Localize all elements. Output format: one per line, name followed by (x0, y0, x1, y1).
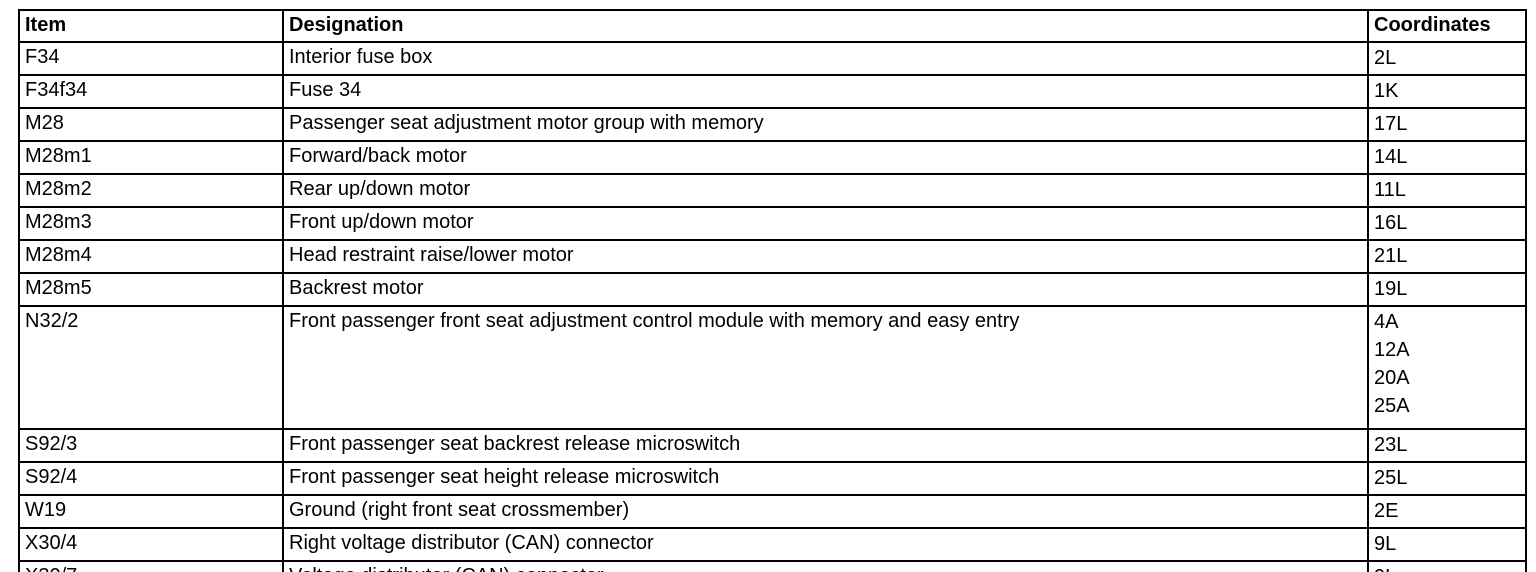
column-header-designation: Designation (282, 9, 1369, 43)
coordinates-cell: 9L (1367, 527, 1527, 562)
coordinate-value: 14L (1374, 146, 1408, 168)
coordinates-cell: 14L (1367, 140, 1527, 175)
item-cell: F34 (18, 41, 284, 76)
coordinate-value: 25L (1374, 467, 1408, 489)
item-cell: M28m4 (18, 239, 284, 274)
coordinates-cell: 9L (1367, 560, 1527, 572)
coordinate-value: 16L (1374, 212, 1408, 234)
column-header-coordinates: Coordinates (1367, 9, 1527, 43)
coordinates-cell: 21L (1367, 239, 1527, 274)
designation-cell: Ground (right front seat crossmember) (282, 494, 1369, 529)
coordinate-value: 25A (1374, 395, 1410, 417)
coordinates-cell: 11L (1367, 173, 1527, 208)
item-cell: M28m1 (18, 140, 284, 175)
coordinates-cell: 2E (1367, 494, 1527, 529)
designation-cell: Interior fuse box (282, 41, 1369, 76)
item-cell: M28m5 (18, 272, 284, 307)
coordinates-cell: 1K (1367, 74, 1527, 109)
coordinate-value: 21L (1374, 245, 1408, 267)
item-cell: X30/7 (18, 560, 284, 572)
coordinates-cell: 4A 12A 20A 25A (1367, 305, 1527, 430)
coordinates-cell: 23L (1367, 428, 1527, 463)
designation-cell: Fuse 34 (282, 74, 1369, 109)
designation-cell: Backrest motor (282, 272, 1369, 307)
coordinate-value: 9L (1374, 563, 1520, 572)
coordinates-cell: 16L (1367, 206, 1527, 241)
coordinate-value: 2E (1374, 500, 1399, 522)
item-cell: W19 (18, 494, 284, 529)
coordinate-value: 20A (1374, 367, 1410, 389)
item-cell: M28m2 (18, 173, 284, 208)
designation-cell: Front up/down motor (282, 206, 1369, 241)
coordinate-value: 12A (1374, 339, 1410, 361)
coordinate-value: 2L (1374, 47, 1397, 69)
item-cell: N32/2 (18, 305, 284, 430)
coordinate-value: 9L (1374, 533, 1397, 555)
designation-cell: Rear up/down motor (282, 173, 1369, 208)
coordinate-value: 23L (1374, 434, 1408, 456)
designation-cell: Front passenger front seat adjustment co… (282, 305, 1369, 430)
table-row: X30/7Voltage distributor (CAN) connector… (18, 560, 1527, 572)
coordinate-value: 4A (1374, 311, 1399, 333)
designation-cell: Passenger seat adjustment motor group wi… (282, 107, 1369, 142)
coordinates-cell: 19L (1367, 272, 1527, 307)
designation-cell: Voltage distributor (CAN) connector (282, 560, 1369, 572)
designation-cell: Front passenger seat backrest release mi… (282, 428, 1369, 463)
item-cell: S92/3 (18, 428, 284, 463)
item-cell: X30/4 (18, 527, 284, 562)
table-header-row: Item Designation Coordinates (18, 9, 1527, 43)
designation-cell: Forward/back motor (282, 140, 1369, 175)
designation-cell: Right voltage distributor (CAN) connecto… (282, 527, 1369, 562)
coordinate-value: 11L (1374, 179, 1406, 201)
item-cell: S92/4 (18, 461, 284, 496)
coordinate-value: 19L (1374, 278, 1408, 300)
coordinate-value: 1K (1374, 80, 1399, 102)
coordinates-cell: 2L (1367, 41, 1527, 76)
item-cell: F34f34 (18, 74, 284, 109)
coordinate-value: 17L (1374, 113, 1408, 135)
item-cell: M28 (18, 107, 284, 142)
designation-cell: Head restraint raise/lower motor (282, 239, 1369, 274)
column-header-item: Item (18, 9, 284, 43)
coordinates-cell: 25L (1367, 461, 1527, 496)
item-cell: M28m3 (18, 206, 284, 241)
designation-cell: Front passenger seat height release micr… (282, 461, 1369, 496)
coordinates-cell: 17L (1367, 107, 1527, 142)
